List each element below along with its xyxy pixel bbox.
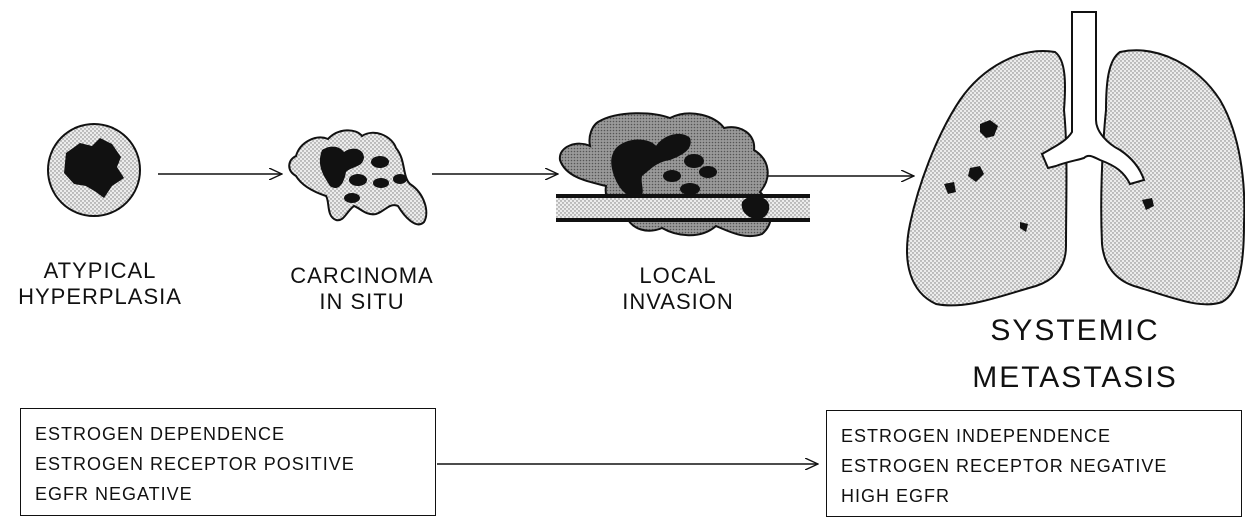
right-box-line-3: HIGH EGFR — [841, 481, 1227, 511]
left-box-line-1: ESTROGEN DEPENDENCE — [35, 419, 421, 449]
left-box-line-3: EGFR NEGATIVE — [35, 479, 421, 509]
stage-label-atypical-hyperplasia: ATYPICAL HYPERPLASIA — [0, 258, 200, 311]
stage-2-line-1: CARCINOMA — [262, 263, 462, 289]
estrogen-dependent-profile-box: ESTROGEN DEPENDENCE ESTROGEN RECEPTOR PO… — [20, 408, 436, 516]
stage-label-local-invasion: LOCAL INVASION — [578, 263, 778, 316]
carcinoma-in-situ-icon — [289, 130, 426, 224]
lungs-metastasis-icon — [907, 12, 1244, 305]
stage-2-line-2: IN SITU — [262, 289, 462, 315]
left-box-line-2: ESTROGEN RECEPTOR POSITIVE — [35, 449, 421, 479]
stage-label-systemic-metastasis: SYSTEMIC METASTASIS — [930, 308, 1220, 401]
atypical-hyperplasia-cell-icon — [48, 124, 140, 216]
local-invasion-icon — [556, 113, 810, 236]
estrogen-independent-profile-box: ESTROGEN INDEPENDENCE ESTROGEN RECEPTOR … — [826, 410, 1242, 517]
stage-4-line-1: SYSTEMIC — [930, 308, 1220, 355]
stage-label-carcinoma-in-situ: CARCINOMA IN SITU — [262, 263, 462, 316]
stage-4-line-2: METASTASIS — [930, 355, 1220, 402]
stage-1-line-1: ATYPICAL — [0, 258, 200, 284]
stage-3-line-2: INVASION — [578, 289, 778, 315]
right-box-line-1: ESTROGEN INDEPENDENCE — [841, 421, 1227, 451]
stage-3-line-1: LOCAL — [578, 263, 778, 289]
right-box-line-2: ESTROGEN RECEPTOR NEGATIVE — [841, 451, 1227, 481]
stage-1-line-2: HYPERPLASIA — [0, 284, 200, 310]
